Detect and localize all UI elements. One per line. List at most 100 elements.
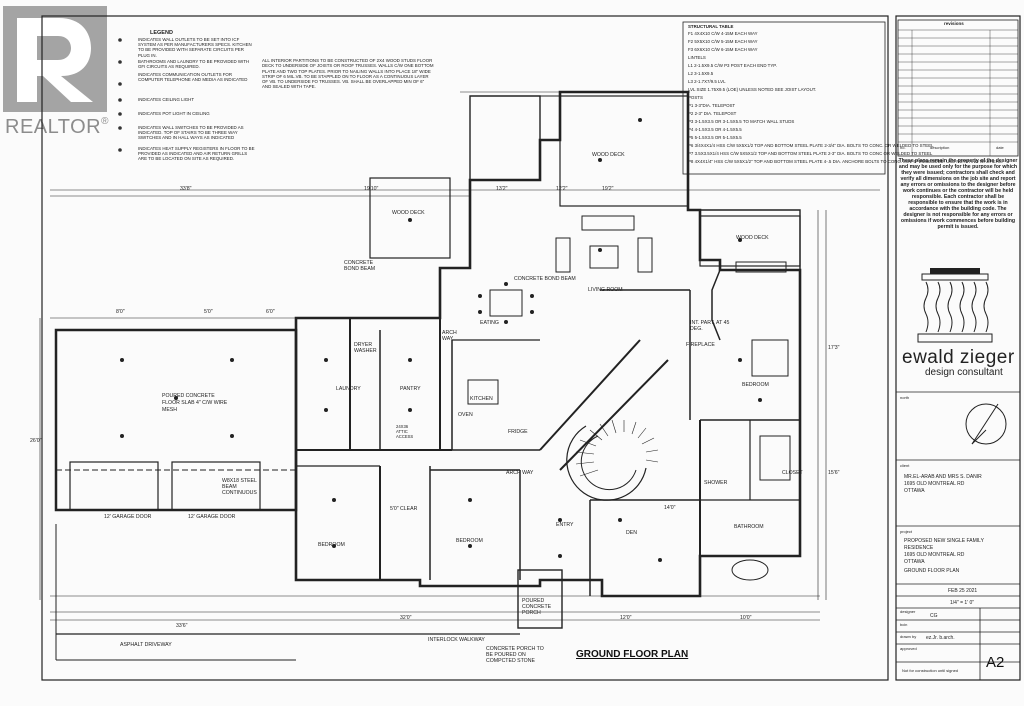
revisions-col-description: description [930,145,950,150]
firm-subtitle: design consultant [925,367,1003,378]
revisions-heading: revisions [944,21,964,26]
date-value: FEB 25 2021 [948,588,978,594]
dimension-label: 33'8" [180,186,192,192]
porch-label: CONCRETE PORCH TO BE POURED ON COMPCTED … [486,646,544,664]
dimension-label: 15'6" [828,470,840,476]
client-line: 1695 OLD MONTREAL RD [904,481,965,487]
dimension-label: 32'0" [400,615,412,621]
revisions-col-date: date [996,145,1004,150]
structural-table-line: P4 4-1.5X3.5 OR 4-1.5X5.5 [688,127,742,132]
room-label-pantry: PANTRY [400,386,421,392]
structural-table-line: L3 2-1.7X7/9.5 LVL [688,79,726,84]
structural-table-line: L2 3-1.5X9.5 [688,71,714,76]
drawn-by-value: ez.Jr. b.arch. [926,635,955,641]
structural-table-line: F1 4X4X10 C/W 4-15M EACH WAY [688,31,758,36]
dimension-label: 5'0" [204,309,213,315]
structural-table-line: F2 5X5X10 C/W 5-15M EACH WAY [688,39,758,44]
legend-item: INDICATES HEAT SUPPLY REGISTERS IN FLOOR… [138,146,255,162]
approval-label: approved [900,646,917,651]
structural-table-line: P2 2-3" DIA. TELEPOST [688,111,737,116]
clearance-label: 5'0" CLEAR [390,506,418,512]
structural-table-line: POSTS [688,95,703,100]
dimension-label: 14'0" [664,505,676,511]
dimension-label: 19'10" [364,186,379,192]
room-label-closet: CLOSET [782,470,803,476]
dryer-washer-label: DRYER WASHER [354,342,377,354]
legend-item: BATHROOMS AND LAUNDRY TO BE PROVIDED WIT… [138,59,250,70]
structural-table-line: P7 3.5X3.5X1/4 HSS C/W 5X5X1/2 TOP AND B… [688,151,933,156]
legend-item: INDICATES POT LIGHT IN CEILING [138,111,210,116]
dimension-label: 26'0" [30,438,42,444]
walkway-label: INTERLOCK WALKWAY [428,637,485,643]
scale-value: 1/4" = 1' 0" [950,600,975,606]
poured-porch-label: POURED CONCRETE PORCH [522,598,552,616]
driveway-label: ASPHALT DRIVEWAY [120,642,172,648]
structural-table-line: LVL SIZE 1.75X9.5 (LOE) UNLESS NOTED SEE… [688,87,817,92]
dimension-label: 12'2" [556,186,568,192]
room-label-bedroom: BEDROOM [742,382,769,388]
attic-access-label: 24X36 ATTIC ACCESS [396,424,414,439]
firm-name: ewald zieger [902,347,1015,368]
room-label-laundry: LAUNDRY [336,386,361,392]
client-line: OTTAWA [904,488,925,494]
drawn-by-label: drawn by [900,634,917,639]
structural-table-line: F3 6X6X10 C/W 6-15M EACH WAY [688,47,758,52]
room-label-shower: SHOWER [704,480,728,486]
legend-item: INDICATES WALL OUTLETS TO BE SET INTO IC… [138,37,252,58]
sheet-number: A2 [986,654,1005,671]
room-label-wood-deck: WOOD DECK [392,210,425,216]
general-notes: ALL INTERIOR PARTITIONS TO BE CONSTRUCTE… [262,58,434,90]
realtor-logo-icon [3,6,107,112]
room-label-bedroom: BEDROOM [318,542,345,548]
north-label: north [900,395,910,400]
room-label-living-room: LIVING ROOM [588,287,623,293]
bond-beam-label: CONCRETE BOND BEAM [344,260,376,272]
room-label-fireplace: FIREPLACE [686,342,715,348]
room-label-kitchen: KITCHEN [470,396,493,402]
dimension-label: 12'0" [620,615,632,621]
plan-title: GROUND FLOOR PLAN [576,649,689,660]
designer-label: designer [900,609,916,614]
dimension-label: 33'6" [176,623,188,629]
arch-way-label: ARCH WAY [442,330,457,342]
structural-table-line: P5 5-1.5X3.5 OR 5-1.5X5.5 [688,135,742,140]
project-line: OTTAWA [904,559,925,565]
legend-item: INDICATES WALL SWITCHES TO BE PROVIDED A… [138,125,244,141]
garage-door-label: 12' GARAGE DOOR [188,514,236,520]
structural-heading: STRUCTURAL TABLE [688,24,734,29]
revisions-col-no: no. [900,145,906,150]
client-label: client [900,463,910,468]
designer-value: CG [930,613,938,619]
bcin-label: bcin [900,622,908,627]
steel-beam-label: W8X18 STEEL BEAM CONTINUOUS [222,478,257,496]
client-line: MR.EL-ARAB AND MRS S. DANIR [904,474,982,480]
dimension-label: 6'0" [266,309,275,315]
arch-way-label: ARCH WAY [506,470,534,476]
legend-item: INDICATES COMMUNICATION OUTLETS FOR COMP… [138,72,248,83]
dimension-label: 17'3" [828,345,840,351]
room-label-bathroom: BATHROOM [734,524,764,530]
structural-table-line: LINTELS [688,55,706,60]
project-line: GROUND FLOOR PLAN [904,568,960,574]
fridge-label: FRIDGE [508,429,528,435]
project-label: project [900,529,913,534]
oven-label: OVEN [458,412,473,418]
int-part-label: INT. PART. AT 45 DEG. [690,320,730,332]
structural-table-line: L1 2-1.5X9.5 C/W P3 POST EACH END TYP. [688,63,777,68]
project-line: RESIDENCE [904,545,934,551]
realtor-watermark: REALTOR® [5,116,109,138]
disclaimer-text: These plans remain the property of the d… [898,158,1018,230]
project-line: 1695 OLD MONTREAL RD [904,552,965,558]
dimension-label: 10'0" [740,615,752,621]
legend-item: INDICATES CEILING LIGHT [138,97,195,102]
room-label-entry: ENTRY [556,522,574,528]
title-block-footer: Not for construction until signed [902,668,959,673]
dimension-label: 8'0" [116,309,125,315]
room-label-eating: EATING [480,320,499,326]
dimension-label: 19'2" [602,186,614,192]
room-label-bedroom: BEDROOM [456,538,483,544]
room-label-den: DEN [626,530,637,536]
project-line: PROPOSED NEW SINGLE FAMILY [904,538,984,544]
structural-table-line: P6 3/4X4X1/4 HSS C/W 5X5X1/2 TOP AND BOT… [688,143,934,148]
